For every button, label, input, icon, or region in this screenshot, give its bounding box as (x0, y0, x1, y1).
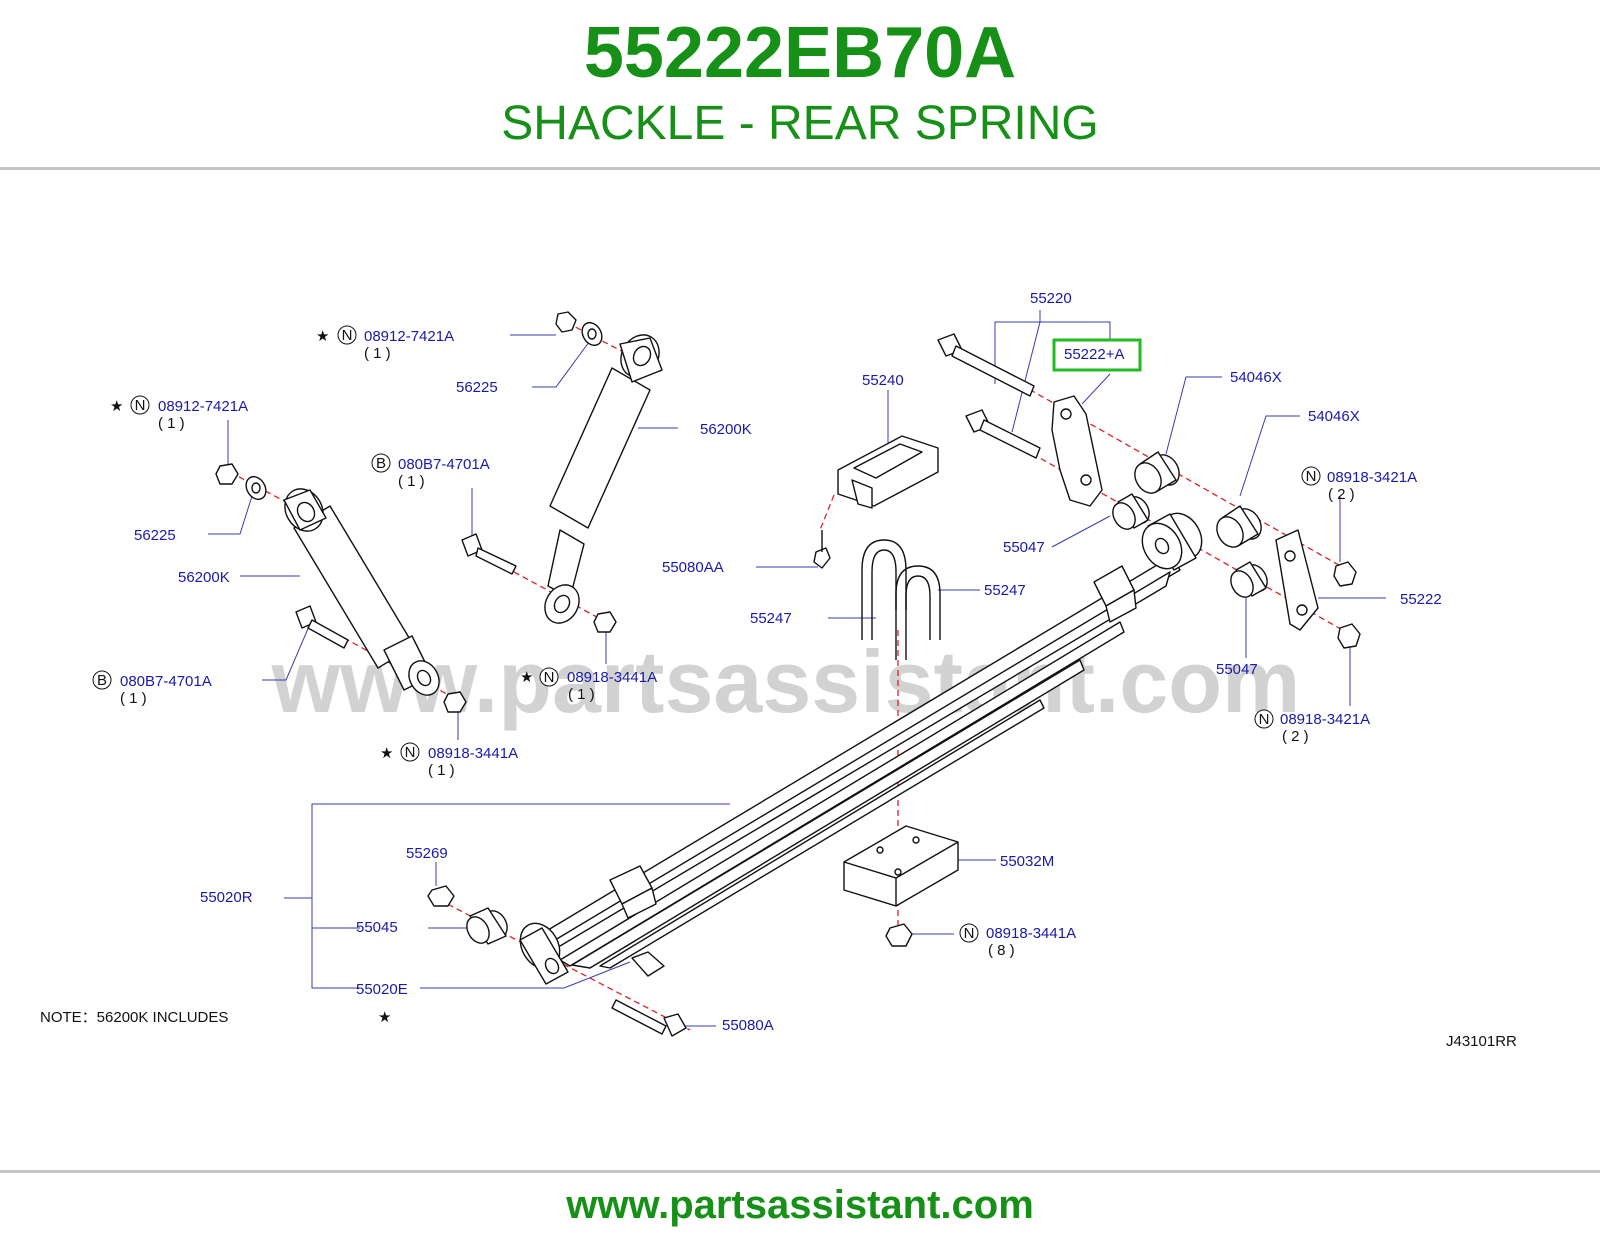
bump-stopper-55240 (813, 435, 939, 569)
label-55045[interactable]: 55045 (356, 919, 398, 936)
qty-label: ( 1 ) (398, 473, 425, 490)
label-56200k-a[interactable]: 56200K (700, 421, 752, 438)
callout-n-08918-3421a-top: N 08918-3421A ( 2 ) (1301, 466, 1417, 503)
b-marker: B (97, 672, 107, 689)
label-08912-7421a-top[interactable]: 08912-7421A (364, 328, 454, 345)
label-54046x-b[interactable]: 54046X (1308, 408, 1360, 425)
label-080b7-4701a-top[interactable]: 080B7-4701A (398, 456, 490, 473)
spring-seat-55032m (843, 825, 959, 947)
callout-star-n-08918-3441a-mid: ★ N 08918-3441A ( 1 ) (520, 667, 657, 703)
part-drawings (215, 311, 1361, 1037)
highlight-box-55222a (1052, 338, 1142, 372)
qty-label: ( 8 ) (988, 942, 1015, 959)
qty-label: ( 1 ) (364, 345, 391, 362)
qty-label: ( 1 ) (428, 762, 455, 779)
label-55020r[interactable]: 55020R (200, 889, 253, 906)
label-55032m[interactable]: 55032M (1000, 853, 1054, 870)
label-56225-b[interactable]: 56225 (134, 527, 176, 544)
header-divider (0, 167, 1600, 170)
label-54046x-a[interactable]: 54046X (1230, 369, 1282, 386)
label-55247-b[interactable]: 55247 (984, 582, 1026, 599)
label-08912-7421a-left[interactable]: 08912-7421A (158, 398, 248, 415)
n-marker: N (405, 744, 416, 761)
note-star-symbol: ★ (378, 1009, 391, 1026)
n-marker: N (342, 327, 353, 344)
part-labels: 55220 55222+A 54046X 54046X N 08918-3421… (40, 290, 1517, 1050)
part-number-title: 55222EB70A (583, 13, 1017, 93)
callout-b-080b7-4701a-top: B 080B7-4701A ( 1 ) (371, 453, 490, 490)
part-name-subtitle: SHACKLE - REAR SPRING (501, 97, 1099, 150)
label-55080aa[interactable]: 55080AA (662, 559, 724, 576)
note-text: NOTE：56200K INCLUDES (40, 1009, 228, 1026)
label-56200k-b[interactable]: 56200K (178, 569, 230, 586)
label-55047-a[interactable]: 55047 (1003, 539, 1045, 556)
star-marker: ★ (316, 328, 329, 345)
star-marker: ★ (380, 745, 393, 762)
watermark-text: www.partsassistant.com (271, 632, 1301, 731)
callout-star-n-08918-3441a-low: ★ N 08918-3441A ( 1 ) (380, 742, 518, 779)
page-header: 55222EB70A SHACKLE - REAR SPRING (0, 0, 1600, 168)
label-08918-3441a-low[interactable]: 08918-3441A (428, 745, 518, 762)
label-55222[interactable]: 55222 (1400, 591, 1442, 608)
label-08918-3441a-mid[interactable]: 08918-3441A (567, 669, 657, 686)
shock-absorber-right-56200k (461, 311, 663, 633)
label-55220[interactable]: 55220 (1030, 290, 1072, 307)
label-55020e[interactable]: 55020E (356, 981, 408, 998)
diagram-code: J43101RR (1446, 1033, 1517, 1050)
label-08918-3421a-top[interactable]: 08918-3421A (1327, 469, 1417, 486)
label-56225-a[interactable]: 56225 (456, 379, 498, 396)
label-55047-b[interactable]: 55047 (1216, 661, 1258, 678)
star-marker: ★ (110, 398, 123, 415)
exploded-view-diagram: www.partsassistant.com (0, 170, 1600, 1170)
n-marker: N (544, 669, 555, 686)
qty-label: ( 1 ) (158, 415, 185, 432)
label-08918-3441a-bottom[interactable]: 08918-3441A (986, 925, 1076, 942)
n-marker: N (964, 925, 975, 942)
diagram-canvas: www.partsassistant.com (40, 290, 1517, 1050)
qty-label: ( 1 ) (568, 686, 595, 703)
label-55222a[interactable]: 55222+A (1064, 346, 1124, 363)
label-55080a[interactable]: 55080A (722, 1017, 774, 1034)
callout-n-08918-3421a-bottom: N 08918-3421A ( 2 ) (1254, 709, 1370, 745)
label-55240[interactable]: 55240 (862, 372, 904, 389)
qty-label: ( 2 ) (1282, 728, 1309, 745)
label-55269[interactable]: 55269 (406, 845, 448, 862)
label-55247-a[interactable]: 55247 (750, 610, 792, 627)
leaf-spring-55020r (519, 512, 1203, 985)
footer-website-link[interactable]: www.partsassistant.com (566, 1183, 1034, 1227)
shock-absorber-left-56200k (215, 463, 467, 713)
footer-divider (0, 1170, 1600, 1173)
label-08918-3421a-bottom[interactable]: 08918-3421A (1280, 711, 1370, 728)
callout-n-08918-3441a-bottom: N 08918-3441A ( 8 ) (959, 923, 1076, 959)
callout-star-n-08912-7421a-top: ★ N 08912-7421A ( 1 ) (316, 325, 454, 362)
callout-star-n-08912-7421a-left: ★ N 08912-7421A ( 1 ) (110, 395, 248, 432)
b-marker: B (376, 455, 386, 472)
n-marker: N (1259, 711, 1270, 728)
shackle-assembly-55222 (937, 333, 1361, 649)
callout-b-080b7-4701a-left: B 080B7-4701A ( 1 ) (92, 670, 212, 707)
u-bolts-55247 (861, 539, 941, 660)
qty-label: ( 1 ) (120, 690, 147, 707)
qty-label: ( 2 ) (1328, 486, 1355, 503)
leader-lines (208, 310, 1386, 1027)
star-marker: ★ (520, 669, 533, 686)
n-marker: N (135, 397, 146, 414)
n-marker: N (1306, 468, 1317, 485)
label-080b7-4701a-left[interactable]: 080B7-4701A (120, 673, 212, 690)
front-eye-parts (427, 885, 687, 1037)
